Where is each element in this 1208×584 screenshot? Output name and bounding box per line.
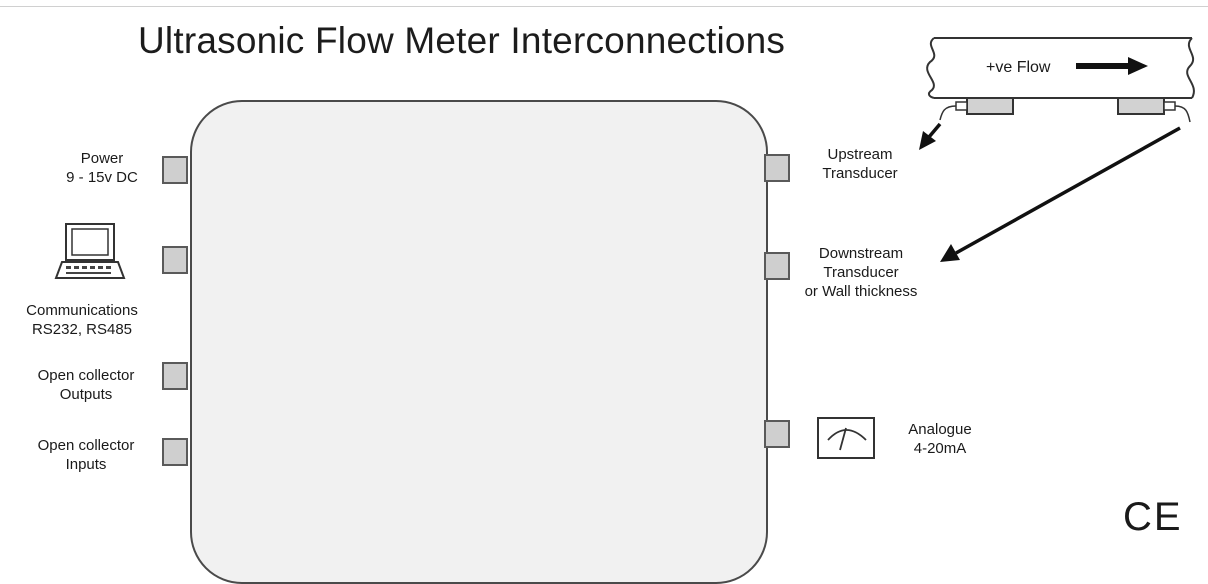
analogue-meter-icon bbox=[817, 417, 875, 459]
upstream-label-line2: Transducer bbox=[822, 165, 898, 182]
flow-meter-unit bbox=[190, 100, 768, 584]
upstream-label-line1: Upstream bbox=[827, 146, 893, 163]
downstream-label-line2: Transducer bbox=[823, 264, 899, 281]
diagram-title: Ultrasonic Flow Meter Interconnections bbox=[138, 20, 786, 61]
downstream-label-line1: Downstream bbox=[818, 245, 904, 262]
inputs-port bbox=[162, 438, 188, 466]
top-divider bbox=[0, 6, 1208, 7]
communications-label-line2: RS232, RS485 bbox=[31, 321, 133, 338]
diagram-graphics: +ve Flow CE bbox=[54, 37, 1195, 537]
outputs-label: Open collector Outputs bbox=[14, 366, 158, 404]
power-label-line1: Power bbox=[80, 150, 124, 167]
outputs-label-line2: Outputs bbox=[59, 386, 113, 403]
upstream-transducer-sensor bbox=[939, 97, 1014, 121]
downstream-label-line3: or Wall thickness bbox=[804, 283, 918, 300]
inputs-label-line2: Inputs bbox=[65, 456, 107, 473]
communications-label: Communications RS232, RS485 bbox=[6, 301, 158, 339]
downstream-transducer-port bbox=[764, 252, 790, 280]
laptop-icon bbox=[54, 223, 126, 279]
downstream-connection-arrow bbox=[940, 126, 1181, 262]
inputs-label-line1: Open collector bbox=[37, 437, 135, 454]
analogue-label-line2: 4-20mA bbox=[913, 440, 967, 457]
outputs-port bbox=[162, 362, 188, 390]
power-port bbox=[162, 156, 188, 184]
analogue-label: Analogue 4-20mA bbox=[890, 420, 990, 458]
communications-label-line1: Communications bbox=[26, 302, 138, 319]
analogue-output-port bbox=[764, 420, 790, 448]
inputs-label: Open collector Inputs bbox=[14, 436, 158, 474]
pipe bbox=[926, 37, 1195, 99]
flow-direction-label: +ve Flow bbox=[986, 59, 1051, 76]
analogue-label-line1: Analogue bbox=[908, 421, 972, 438]
power-label-line2: 9 - 15v DC bbox=[66, 169, 138, 186]
upstream-label: Upstream Transducer bbox=[800, 145, 920, 183]
upstream-connection-arrow bbox=[919, 122, 942, 150]
downstream-transducer-sensor bbox=[1117, 97, 1191, 123]
flow-arrow-icon bbox=[1076, 57, 1148, 75]
power-label: Power 9 - 15v DC bbox=[44, 149, 160, 187]
outputs-label-line1: Open collector bbox=[37, 367, 135, 384]
downstream-label: Downstream Transducer or Wall thickness bbox=[786, 244, 936, 301]
upstream-transducer-port bbox=[764, 154, 790, 182]
communications-port bbox=[162, 246, 188, 274]
ce-mark: CE bbox=[1123, 495, 1183, 537]
